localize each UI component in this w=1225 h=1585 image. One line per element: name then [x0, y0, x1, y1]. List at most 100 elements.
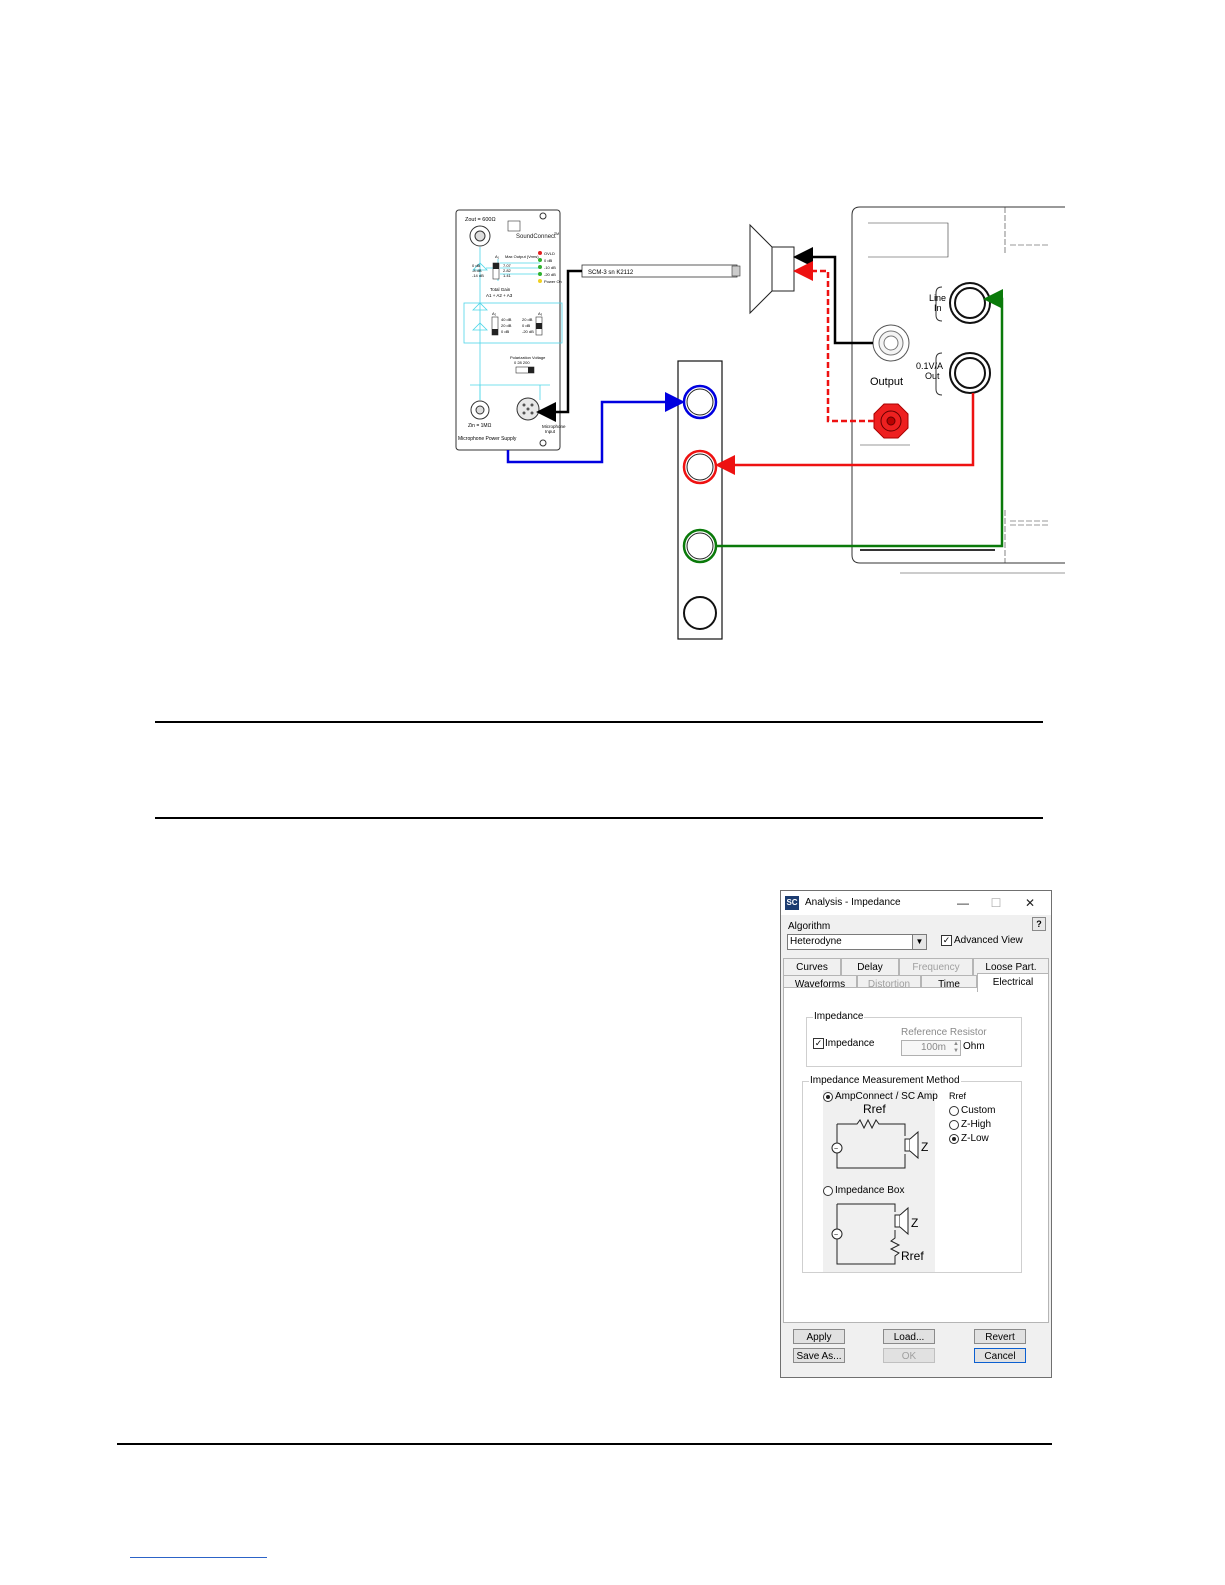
reference-resistor-label: Reference Resistor	[901, 1027, 987, 1038]
tab-curves[interactable]: Curves	[783, 958, 841, 975]
amplifier-unit: Line In 0.1V/A Out Output	[851, 206, 1065, 574]
svg-text:Max Output (Vrms): Max Output (Vrms)	[505, 254, 539, 259]
svg-text:In: In	[934, 303, 942, 313]
rref-custom-radio[interactable]	[949, 1106, 959, 1116]
cable-green	[717, 289, 1004, 548]
svg-text:20 dB: 20 dB	[501, 323, 512, 328]
svg-text:Rref: Rref	[901, 1249, 924, 1263]
svg-text:Line: Line	[929, 293, 946, 303]
svg-text:Rref: Rref	[863, 1102, 886, 1116]
svg-text:-14 dB: -14 dB	[472, 273, 484, 278]
svg-text:0.1V/A: 0.1V/A	[916, 361, 943, 371]
svg-text:Zin = 1MΩ: Zin = 1MΩ	[468, 423, 492, 429]
close-icon[interactable]: ✕	[1024, 896, 1036, 910]
svg-text:40 dB: 40 dB	[501, 317, 512, 322]
impedance-box-radio[interactable]	[823, 1186, 833, 1196]
ok-button[interactable]: OK	[883, 1348, 935, 1363]
svg-text:SCM-3 sn K2112: SCM-3 sn K2112	[588, 270, 634, 276]
minimize-icon[interactable]: —	[957, 896, 969, 910]
ampconnect-schematic	[823, 1090, 935, 1272]
impedance-group: Impedance ✓ Impedance Reference Resistor…	[806, 1011, 1022, 1067]
svg-text:0 dB: 0 dB	[522, 323, 531, 328]
svg-text:Polarization Voltage: Polarization Voltage	[510, 355, 546, 360]
wiring-diagram: Zout = 600Ω SoundConnect TM A₁ Max Outpu…	[455, 206, 1065, 640]
footer-link-underline[interactable]	[130, 1557, 267, 1558]
jack-red	[682, 449, 718, 485]
measurement-method-group: Impedance Measurement Method AmpConnect …	[802, 1075, 1022, 1273]
cancel-button[interactable]: Cancel	[974, 1348, 1026, 1363]
led-20db	[538, 272, 542, 276]
rule-bottom	[117, 1443, 1052, 1445]
app-icon: SC	[785, 896, 799, 910]
brand-label: SoundConnect	[516, 234, 556, 240]
svg-text:0 28 200: 0 28 200	[514, 360, 530, 365]
cable-blue	[506, 392, 685, 464]
reference-resistor-input[interactable]: 100m ▲▼	[901, 1040, 961, 1056]
rref-zhigh-radio[interactable]	[949, 1120, 959, 1130]
led-power	[538, 279, 542, 283]
rref-label: Rref	[949, 1091, 967, 1101]
svg-text:A1 + A2 + A3: A1 + A2 + A3	[486, 293, 513, 298]
svg-text:TM: TM	[554, 232, 559, 236]
led-10db	[538, 265, 542, 269]
svg-text:A₁: A₁	[495, 254, 500, 259]
svg-text:-8 dB: -8 dB	[472, 268, 482, 273]
svg-text:Input: Input	[545, 429, 556, 434]
rref-zlow-radio[interactable]	[949, 1134, 959, 1144]
impedance-group-title: Impedance	[813, 1011, 865, 1022]
ampconnect-circuit: Rref ~ Z	[831, 1102, 928, 1169]
svg-text:1.41: 1.41	[503, 273, 512, 278]
jack-blue	[682, 384, 718, 420]
impedance-checkbox-label: Impedance	[825, 1038, 875, 1049]
svg-text:Z: Z	[921, 1140, 928, 1154]
loudspeaker	[749, 223, 795, 315]
svg-text:Total Gain: Total Gain	[490, 287, 511, 292]
chevron-down-icon[interactable]: ▼	[912, 935, 926, 949]
cable-red	[715, 393, 975, 475]
electrical-panel: Impedance ✓ Impedance Reference Resistor…	[783, 987, 1049, 1323]
load-button[interactable]: Load...	[883, 1329, 935, 1344]
title-bar: SC Analysis - Impedance — ☐ ✕	[781, 891, 1051, 915]
svg-text:0 dB: 0 dB	[472, 263, 481, 268]
svg-text:Out: Out	[925, 371, 940, 381]
advanced-view-checkbox[interactable]: ✓	[941, 935, 952, 946]
spinner-icon[interactable]: ▲▼	[953, 1041, 959, 1054]
algorithm-value: Heterodyne	[790, 936, 842, 947]
algorithm-select[interactable]: Heterodyne ▼	[787, 934, 927, 950]
svg-text:Z: Z	[911, 1216, 918, 1230]
dialog-title: Analysis - Impedance	[805, 897, 901, 908]
reference-resistor-unit: Ohm	[963, 1041, 985, 1052]
advanced-view-label: Advanced View	[954, 935, 1023, 946]
apply-button[interactable]: Apply	[793, 1329, 845, 1344]
tab-electrical[interactable]: Electrical	[977, 973, 1049, 992]
cable-black-speaker	[793, 247, 873, 345]
tab-delay[interactable]: Delay	[841, 958, 899, 975]
save-as-button[interactable]: Save As...	[793, 1348, 845, 1363]
rule-mid	[155, 817, 1043, 819]
rref-custom-label: Custom	[961, 1105, 996, 1116]
svg-text:Output: Output	[870, 376, 903, 388]
svg-text:2.82: 2.82	[503, 268, 512, 273]
svg-text:20 dB: 20 dB	[522, 317, 533, 322]
tab-frequency[interactable]: Frequency	[899, 958, 973, 975]
led-ovld	[538, 251, 542, 255]
impedance-box-label: Impedance Box	[835, 1185, 905, 1196]
maximize-icon[interactable]: ☐	[990, 896, 1002, 910]
ampconnect-radio[interactable]	[823, 1092, 833, 1102]
tab-loose-part[interactable]: Loose Part.	[973, 958, 1049, 975]
svg-text:-20 dB: -20 dB	[522, 329, 534, 334]
impedance-box-circuit: ~ Z Rref	[831, 1203, 924, 1265]
led-0db	[538, 258, 542, 262]
svg-text:7.07: 7.07	[503, 263, 512, 268]
impedance-checkbox[interactable]: ✓	[813, 1038, 824, 1049]
help-button[interactable]: ?	[1032, 917, 1046, 931]
revert-button[interactable]: Revert	[974, 1329, 1026, 1344]
algorithm-label: Algorithm	[788, 921, 831, 932]
svg-text:Power On: Power On	[544, 279, 562, 284]
measurement-microphone: SCM-3 sn K2112	[581, 264, 741, 278]
svg-text:OVLD: OVLD	[544, 251, 555, 256]
cable-red-speaker	[793, 261, 874, 423]
svg-text:~: ~	[834, 1146, 838, 1153]
svg-text:0 dB: 0 dB	[544, 258, 553, 263]
microphone-power-supply: Zout = 600Ω SoundConnect TM A₁ Max Outpu…	[455, 209, 566, 451]
